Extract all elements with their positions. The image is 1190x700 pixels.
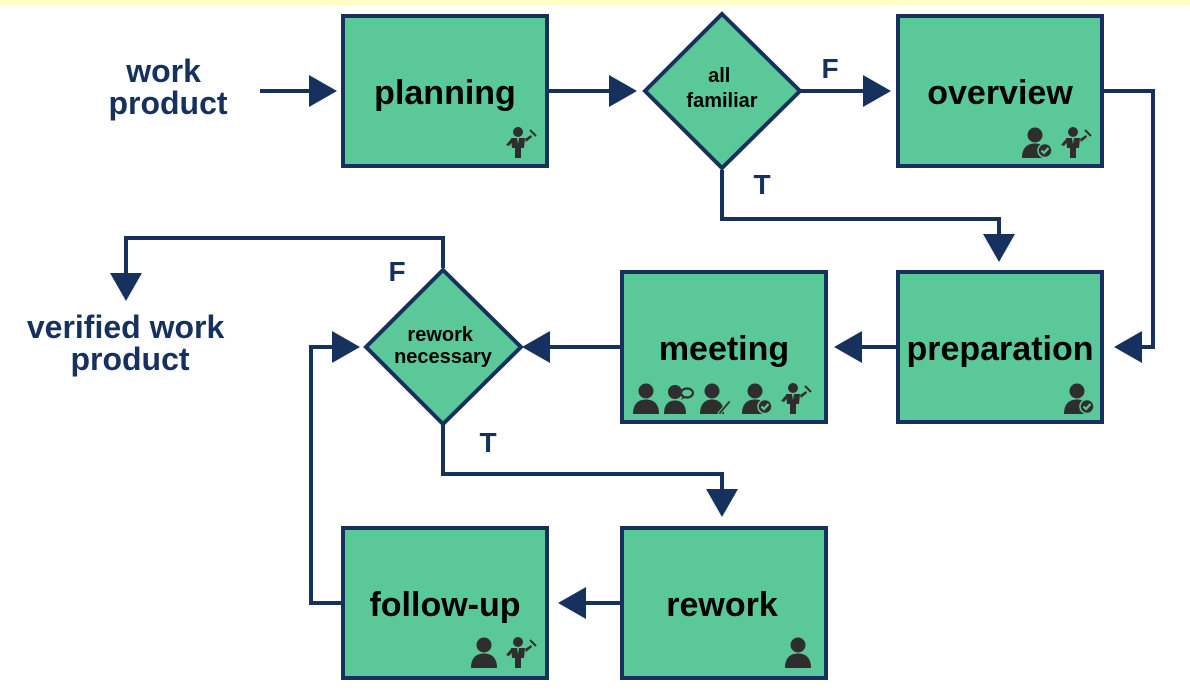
edge-rework-necessary-to-rework [441, 424, 738, 517]
decision-all-familiar: all familiar [642, 11, 803, 171]
rework-necessary-true-label: T [479, 427, 496, 458]
decision-rework-necessary: rework necessary [363, 267, 524, 427]
node-overview: overview [896, 14, 1104, 168]
all-familiar-true-label: T [753, 169, 770, 200]
output-label: verified work product [27, 309, 233, 377]
node-followup: follow-up [341, 526, 549, 680]
node-rework-label: rework [666, 586, 778, 624]
edge-overview-to-preparation [1102, 89, 1155, 363]
edge-all-familiar-to-preparation [720, 170, 1015, 262]
node-meeting: meeting [620, 270, 828, 424]
rework-necessary-false-label: F [388, 256, 405, 287]
node-rework: rework [620, 526, 828, 680]
top-band [0, 0, 1190, 5]
node-preparation-label: preparation [906, 330, 1093, 368]
node-planning: planning [341, 14, 549, 168]
decision-all-familiar-label: all familiar [686, 65, 757, 112]
decision-rework-necessary-label: rework necessary [394, 324, 493, 368]
input-label: work product [108, 53, 227, 121]
node-meeting-label: meeting [659, 330, 789, 368]
edge-rework-necessary-to-output [110, 236, 445, 301]
node-overview-label: overview [927, 74, 1073, 112]
node-preparation: preparation [896, 270, 1104, 424]
connectors [110, 75, 1155, 619]
all-familiar-false-label: F [821, 53, 838, 84]
node-followup-label: follow-up [369, 586, 520, 624]
edge-followup-to-rework-necessary [309, 331, 360, 605]
node-planning-label: planning [374, 74, 516, 112]
